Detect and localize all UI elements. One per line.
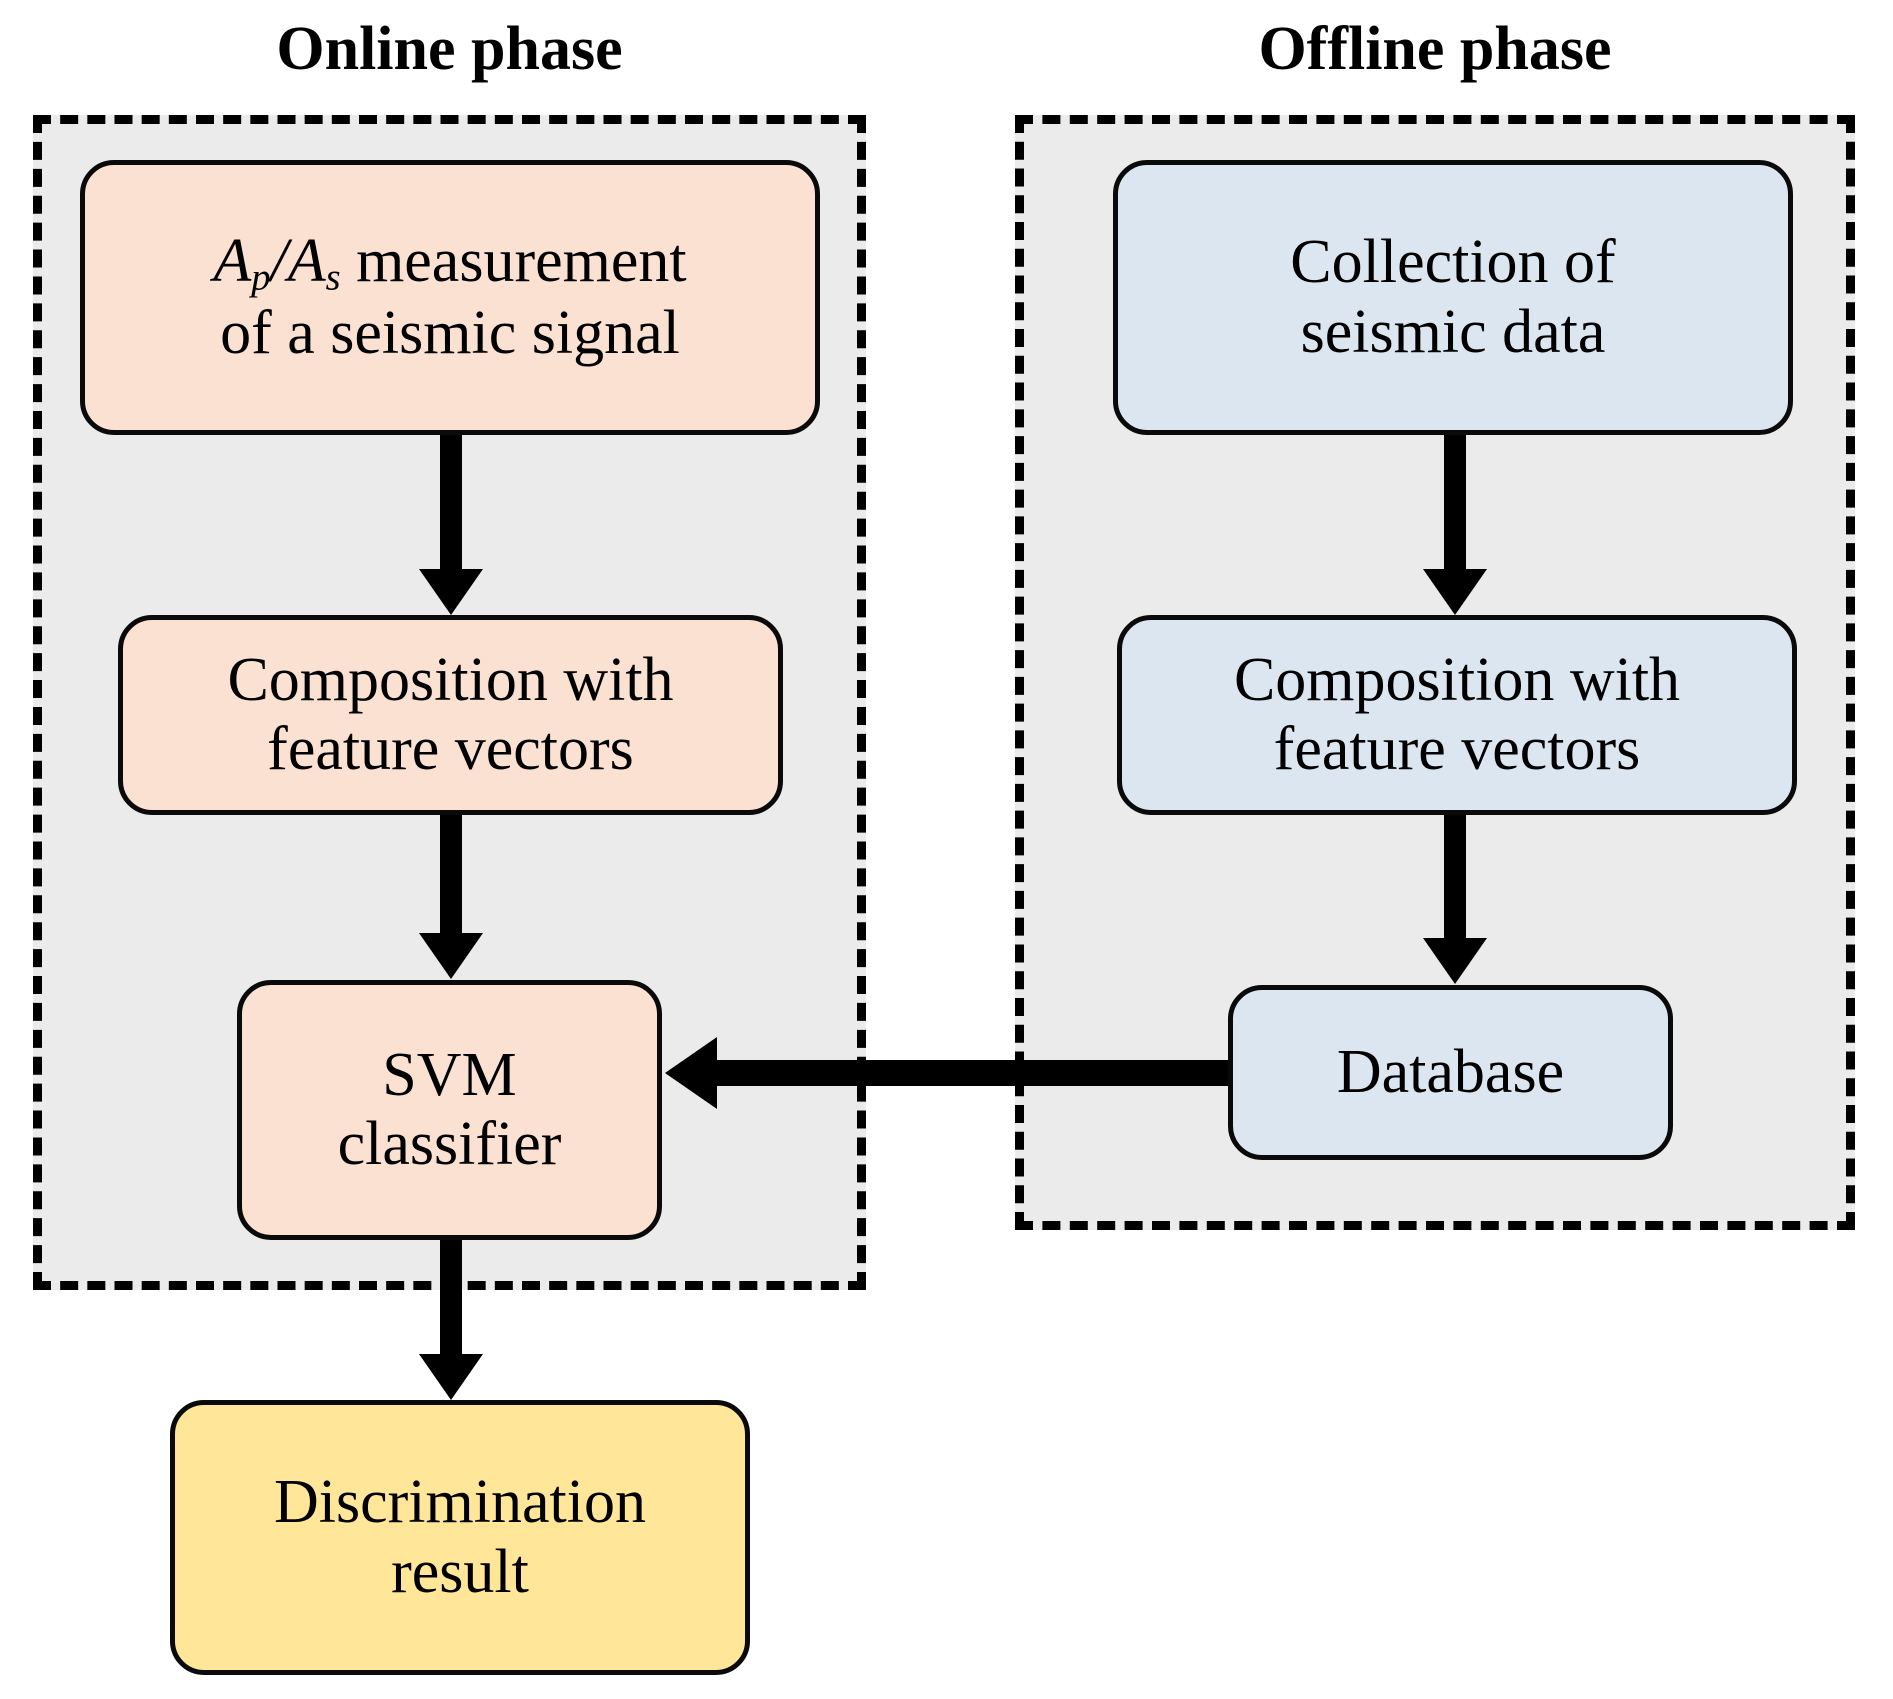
- node-ap-as-measurement[interactable]: Ap/As measurement of a seismic signal: [80, 160, 820, 435]
- node-composition-online-text: Composition with feature vectors: [227, 646, 673, 785]
- node-composition-offline-line2: feature vectors: [1273, 715, 1641, 783]
- node-composition-online[interactable]: Composition with feature vectors: [118, 615, 783, 815]
- as-denominator-sub: s: [325, 255, 341, 298]
- node-composition-online-line2: feature vectors: [267, 715, 634, 783]
- arrow-shaft: [440, 815, 462, 937]
- ap-as-math: Ap/As: [213, 226, 341, 298]
- node-database[interactable]: Database: [1228, 985, 1673, 1160]
- arrow-shaft: [440, 1240, 462, 1358]
- offline-phase-title: Offline phase: [1258, 15, 1612, 83]
- node-collection-text: Collection of seismic data: [1290, 228, 1615, 367]
- arrow-head-down-icon: [1423, 569, 1487, 615]
- arrow-shaft: [1444, 815, 1466, 942]
- arrow-head-left-icon: [665, 1037, 717, 1109]
- node-ap-as-text: Ap/As measurement of a seismic signal: [213, 227, 686, 369]
- ap-numerator: A: [213, 226, 252, 295]
- node-composition-offline[interactable]: Composition with feature vectors: [1117, 615, 1797, 815]
- arrow-head-down-icon: [419, 569, 483, 615]
- node-ap-as-rest: measurement: [340, 226, 687, 295]
- ap-numerator-sub: p: [251, 255, 271, 298]
- arrow-shaft: [715, 1060, 1228, 1086]
- node-ap-as-line2: of a seismic signal: [220, 299, 680, 368]
- node-database-text: Database: [1337, 1038, 1564, 1107]
- node-svm-text: SVM classifier: [338, 1041, 562, 1180]
- node-collection-line2: seismic data: [1300, 297, 1606, 366]
- arrow-shaft: [440, 435, 462, 573]
- node-composition-offline-line1: Composition with: [1233, 645, 1681, 714]
- node-discrimination-result[interactable]: Discrimination result: [170, 1400, 750, 1675]
- node-ap-as-line1: Ap/As measurement: [213, 227, 686, 300]
- node-discrimination-result-line1: Discrimination: [274, 1468, 646, 1537]
- as-denominator: A: [287, 226, 326, 295]
- node-svm-line2: classifier: [337, 1110, 562, 1178]
- node-database-line1: Database: [1336, 1037, 1565, 1106]
- node-discrimination-result-line2: result: [391, 1537, 529, 1606]
- node-composition-offline-text: Composition with feature vectors: [1234, 646, 1680, 785]
- online-phase-title: Online phase: [276, 15, 623, 83]
- arrow-head-down-icon: [419, 1354, 483, 1400]
- node-collection-of-seismic-data[interactable]: Collection of seismic data: [1113, 160, 1793, 435]
- arrow-head-down-icon: [419, 933, 483, 979]
- node-composition-online-line1: Composition with: [227, 645, 674, 714]
- node-svm-classifier[interactable]: SVM classifier: [237, 980, 662, 1240]
- node-svm-line1: SVM: [382, 1040, 517, 1109]
- arrow-head-down-icon: [1423, 938, 1487, 984]
- node-discrimination-result-text: Discrimination result: [274, 1468, 646, 1607]
- ap-as-slash: /: [270, 226, 288, 295]
- node-collection-line1: Collection of: [1290, 228, 1616, 297]
- arrow-shaft: [1444, 435, 1466, 573]
